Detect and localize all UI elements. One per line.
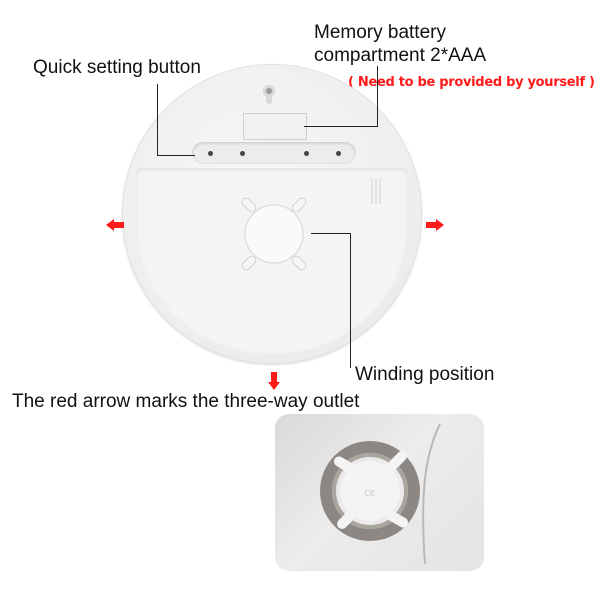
leader-line-battery xyxy=(377,66,378,127)
setting-button-dot xyxy=(304,151,309,156)
setting-button-dot xyxy=(336,151,341,156)
inset-photo-wound-cable: CE xyxy=(275,414,484,571)
wound-cable-hub-icon: CE xyxy=(320,423,441,565)
setting-button-dot xyxy=(240,151,245,156)
label-battery-line1: Memory battery xyxy=(314,22,446,43)
leader-line-winding-v xyxy=(350,233,351,368)
battery-compartment xyxy=(243,113,307,140)
keyhole-hanger-icon xyxy=(263,85,275,104)
label-battery-line2: compartment 2*AAA xyxy=(314,45,487,66)
battery-note: ( Need to be provided by yourself ) xyxy=(348,75,595,90)
arrow-right-icon xyxy=(426,219,444,231)
arrow-left-icon xyxy=(106,219,124,231)
label-quick-setting-button: Quick setting button xyxy=(33,57,201,78)
winding-hub-icon xyxy=(241,197,307,271)
hub-ce-marking: CE xyxy=(364,489,375,498)
leader-line-battery-h xyxy=(304,126,378,127)
leader-line-winding xyxy=(311,233,351,234)
label-winding-position: Winding position xyxy=(355,364,495,385)
arrow-down-icon xyxy=(268,372,280,390)
caption-three-way-outlet: The red arrow marks the three-way outlet xyxy=(12,391,360,412)
leader-line-quick-setting-h xyxy=(157,155,195,156)
vent-slots-icon xyxy=(371,178,381,204)
setting-button-dot xyxy=(208,151,213,156)
leader-line-quick-setting xyxy=(157,84,158,156)
quick-setting-button-bar xyxy=(192,142,356,164)
